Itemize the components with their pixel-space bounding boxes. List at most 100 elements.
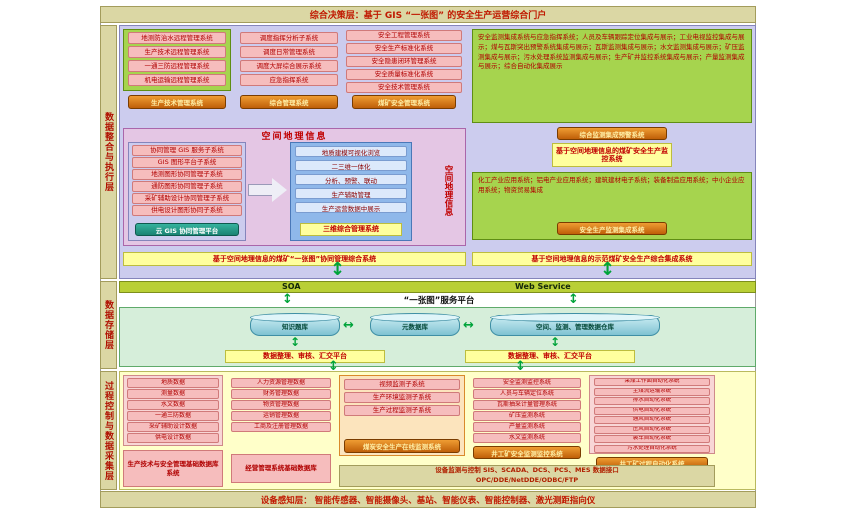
monitor-item: 矿压监测系统 (473, 411, 581, 421)
underground-safety-monitor-button: 井工矿安全监测监控系统 (473, 446, 581, 459)
coal-mine-safety-system-button: 煤矿安全管理系统 (352, 95, 456, 109)
system-item: 安全工程管理系统 (346, 30, 462, 41)
system-item: 生产技术远程管理系统 (128, 46, 226, 58)
automation-item: 通风自动化系统 (594, 416, 710, 424)
monitor-integration-box: 安全监测集成系统与应急指挥系统；人员及车辆跟踪定位集成与展示；工业电视监控集成与… (472, 29, 752, 123)
metadata-db-cylinder: 元数据库 (370, 313, 460, 336)
system-item: 安全隐患闭环管理系统 (346, 56, 462, 67)
automation-item: 压风自动化系统 (594, 426, 710, 434)
data-item: 工商及注册管理数据 (231, 422, 331, 432)
cylinder-label: 元数据库 (402, 322, 428, 331)
vertical-double-arrow-icon: ↕ (282, 292, 293, 307)
data-item: 供电设计数据 (127, 433, 219, 443)
automation-item: 供电自动化系统 (594, 407, 710, 415)
industry-apps-text: 化工产业应用系统；铝电产业应用系统；建筑建材电子系统；装备制造应用系统；中小企业… (478, 176, 745, 194)
gis-item: 采矿辅助设计协同管理子系统 (132, 193, 242, 204)
vertical-double-arrow-icon: ↕ (330, 259, 346, 280)
gis-item: 地测图形协同管理子系统 (132, 169, 242, 180)
data-item: 采矿辅助设计数据 (127, 422, 219, 432)
layer-label-storage: 数据存储层 (100, 281, 117, 369)
system-item: 安全质量标准化系统 (346, 69, 462, 80)
data-item: 财务管理数据 (231, 389, 331, 399)
system-item: 机电运输远程管理系统 (128, 74, 226, 86)
layer-label-integration: 数据整合与执行层 (100, 25, 117, 279)
web-service-label: Web Service (515, 282, 571, 291)
monitor-item: 人员与车辆定位系统 (473, 389, 581, 399)
data-item: 地质数据 (127, 378, 219, 388)
system-item: 调度日常管理系统 (240, 46, 338, 58)
automation-item: 采煤工作面自动化系统 (594, 378, 710, 386)
system-item: 地测防治水远程管理系统 (128, 32, 226, 44)
knowledge-db-cylinder: 知识题库 (250, 313, 340, 336)
integrated-warning-system-button: 综合监测集成预警系统 (557, 127, 667, 140)
gis-coal-safety-monitor-banner: 基于空间地理信息的煤矿安全生产监控系统 (552, 143, 672, 167)
system-item: 安全技术管理系统 (346, 82, 462, 93)
data-item: 水文数据 (127, 400, 219, 410)
horizontal-double-arrow-icon: ↔ (343, 318, 354, 333)
vertical-double-arrow-icon: ↕ (290, 335, 301, 349)
device-interface-line2: OPC/DDE/NetDDE/ODBC/FTP (475, 476, 579, 484)
gis-3d-item: 二三维一体化 (295, 160, 407, 171)
vertical-double-arrow-icon: ↕ (600, 259, 616, 280)
gis-item: GIS 图形平台子系统 (132, 157, 242, 168)
tech-safety-base-db-box: 生产技术与安全管理基础数据库系统 (123, 450, 223, 487)
service-bus-bar (119, 281, 756, 293)
gis-3d-item: 生产辅助管理 (295, 188, 407, 199)
gis-3d-item: 生产运营数据中展示 (295, 202, 407, 213)
gis-3d-item: 分析、预警、联动 (295, 174, 407, 185)
safety-monitor-integration-button: 安全生产监测集成系统 (557, 222, 667, 235)
monitor-integration-text: 安全监测集成系统与应急指挥系统；人员及车辆跟踪定位集成与展示；工业电视监控集成与… (478, 33, 745, 71)
one-map-platform-label: “一张图”服务平台 (403, 296, 475, 306)
system-item: 安全生产标准化系统 (346, 43, 462, 54)
monitor-item: 生产环境监测子系统 (344, 392, 460, 403)
vertical-double-arrow-icon: ↕ (328, 359, 339, 374)
automation-item: 主煤流运输系统 (594, 388, 710, 396)
monitor-item: 视频监测子系统 (344, 379, 460, 390)
automation-item: 排水自动化系统 (594, 397, 710, 405)
layer-label-process: 过程控制与数据采集层 (100, 371, 117, 490)
gis-item: 供电设计图形协同子系统 (132, 205, 242, 216)
decision-layer-bar: 综合决策层：基于 GIS “一张图” 的安全生产运营综合门户 (100, 6, 756, 23)
business-base-db-box: 经营管理系统基础数据库 (231, 454, 331, 483)
device-interface-box: 设备监测与控制 SIS、SCADA、DCS、PCS、MES 数据接口 OPC/D… (339, 465, 715, 487)
spatial-warehouse-cylinder: 空间、监测、管理数据仓库 (490, 313, 660, 336)
flow-arrow-icon (248, 184, 272, 196)
automation-item: 污水处理自动化系统 (594, 445, 710, 453)
vertical-double-arrow-icon: ↕ (515, 359, 526, 374)
cloud-gis-platform-button: 云 GIS 协同管理平台 (135, 223, 239, 236)
soa-label: SOA (282, 282, 301, 291)
data-item: 运销管理数据 (231, 411, 331, 421)
demo-mine-integration-banner: 基于空间地理信息的示范煤矿安全生产综合集成系统 (472, 252, 752, 266)
data-exchange-platform-bar: 数据整理、审核、汇交平台 (225, 350, 385, 363)
data-item: 一通三防数据 (127, 411, 219, 421)
device-perception-bar: 设备感知层： 智能传感器、智能摄像头、基站、智能仪表、智能控制器、激光测距指向仪 (100, 491, 756, 508)
one-map-collab-banner: 基于空间地理信息的煤矿“一张图”协同管理综合系统 (123, 252, 466, 266)
device-interface-line1: 设备监测与控制 SIS、SCADA、DCS、PCS、MES 数据接口 (435, 466, 619, 475)
data-item: 测量数据 (127, 389, 219, 399)
gis-item: 协同管理 GIS 服务子系统 (132, 145, 242, 156)
monitor-item: 生产过程监测子系统 (344, 405, 460, 416)
comprehensive-mgmt-system-button: 综合管理系统 (240, 95, 338, 109)
system-item: 调度大屏综合展示系统 (240, 60, 338, 72)
gis-title: 空间地理信息 (261, 131, 328, 142)
gis-item: 通防图形协同管理子系统 (132, 181, 242, 192)
production-tech-system-button: 生产技术管理系统 (128, 95, 226, 109)
data-item: 物资管理数据 (231, 400, 331, 410)
3d-mgmt-system-button: 三维综合管理系统 (300, 223, 402, 236)
flow-arrow-head-icon (272, 178, 287, 202)
automation-item: 装车自动化系统 (594, 435, 710, 443)
system-item: 一通三防远程管理系统 (128, 60, 226, 72)
gis-3d-item: 地质建模可视化浏览 (295, 146, 407, 157)
data-exchange-platform-bar: 数据整理、审核、汇交平台 (465, 350, 635, 363)
vertical-double-arrow-icon: ↕ (568, 292, 579, 307)
data-item: 人力资源管理数据 (231, 378, 331, 388)
cylinder-label: 空间、监测、管理数据仓库 (536, 322, 614, 331)
system-item: 应急指挥系统 (240, 74, 338, 86)
monitor-item: 水文监测系统 (473, 433, 581, 443)
cylinder-label: 知识题库 (282, 322, 308, 331)
gis-side-title: 空间地理信息 (443, 164, 453, 216)
system-item: 调度指挥分析子系统 (240, 32, 338, 44)
monitor-item: 产量监测系统 (473, 422, 581, 432)
online-monitor-system-button: 煤炭安全生产在线监测系统 (344, 439, 460, 453)
